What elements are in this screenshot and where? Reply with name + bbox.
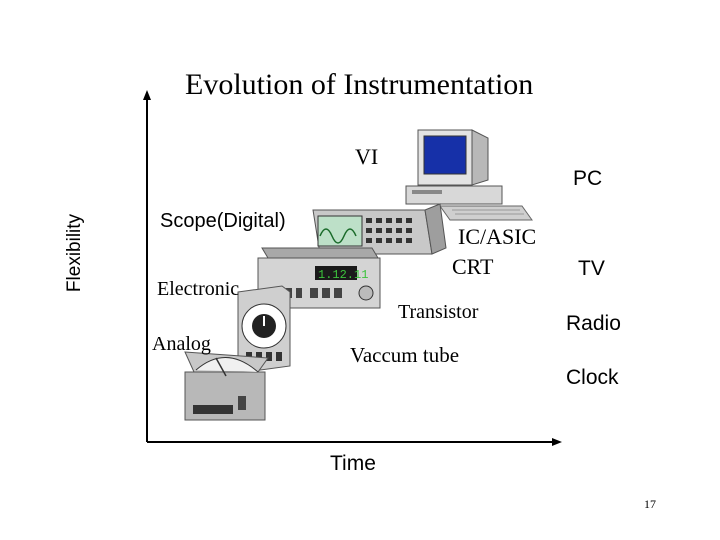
- page-number: 17: [644, 497, 656, 511]
- label-vacuum-tube: Vaccum tube: [350, 343, 460, 367]
- x-axis-arrow-icon: [552, 438, 562, 446]
- label-transistor: Transistor: [398, 301, 479, 323]
- label-tv: TV: [578, 257, 605, 280]
- axes: [143, 90, 562, 446]
- digital-scope-icon: [312, 203, 447, 255]
- x-axis-label: Time: [330, 452, 376, 475]
- slide-title: Evolution of Instrumentation: [185, 68, 534, 101]
- label-electronic: Electronic: [157, 278, 240, 300]
- electronic-display-readout: 1.12.11: [318, 268, 368, 282]
- analog-meter-icon: [184, 351, 269, 421]
- label-ic-asic: IC/ASIC: [458, 224, 537, 249]
- label-clock: Clock: [566, 366, 619, 389]
- label-pc: PC: [573, 167, 603, 190]
- label-scope-digital: Scope(Digital): [160, 210, 286, 232]
- analog-knob-instrument-icon: [237, 285, 291, 373]
- label-vi: VI: [355, 144, 379, 169]
- label-analog: Analog: [152, 333, 211, 355]
- y-axis-arrow-icon: [143, 90, 151, 100]
- label-radio: Radio: [566, 312, 621, 335]
- pc-computer-icon: [405, 129, 533, 221]
- y-axis-label: Flexibility: [64, 213, 85, 293]
- label-crt: CRT: [452, 254, 494, 279]
